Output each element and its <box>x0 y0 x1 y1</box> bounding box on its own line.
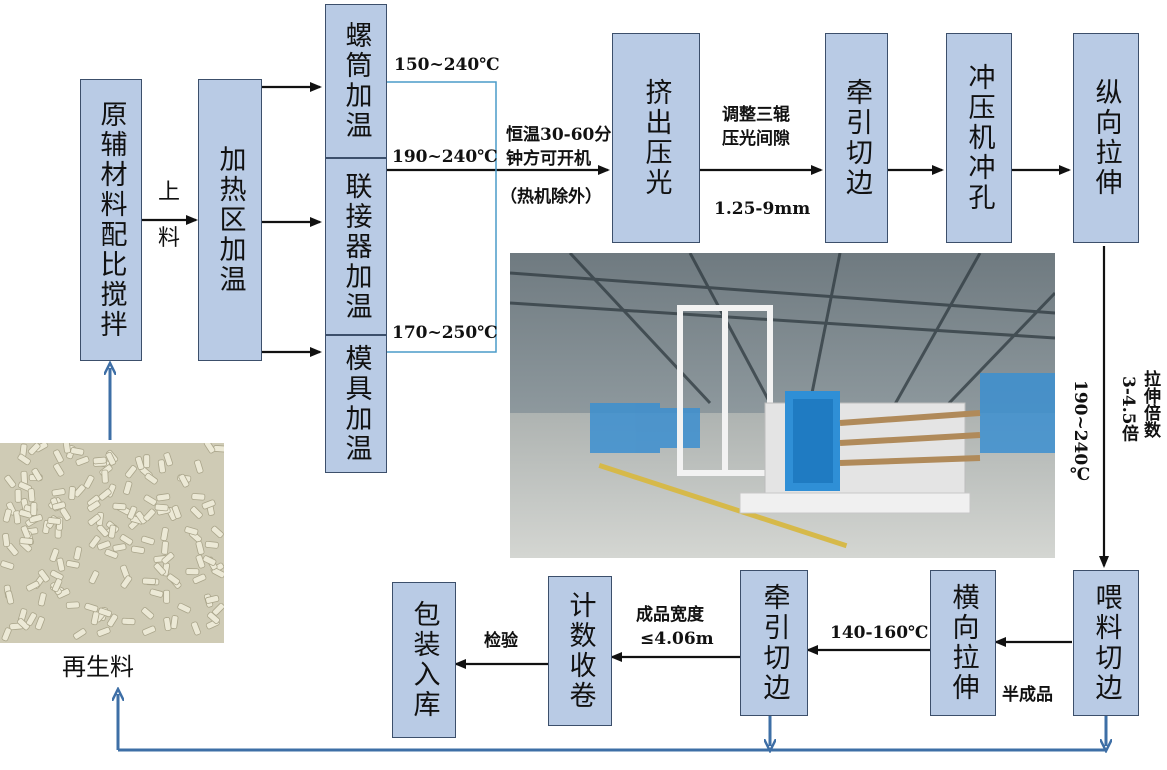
label-recycled: 再生料 <box>62 653 134 681</box>
label-temp-trans: 140-160℃ <box>830 623 929 643</box>
label-feed-material: 料 <box>158 226 181 251</box>
label-gap-range: 1.25-9mm <box>714 199 811 219</box>
label-adjust-2: 压光间隙 <box>722 129 790 149</box>
box-traction-trim-2: 牵引切边 <box>740 570 808 716</box>
label-temp-long: 190~240℃ <box>1070 380 1090 486</box>
box-connector-heat: 联接器加温 <box>325 158 387 335</box>
box-count-wind: 计数收卷 <box>548 576 612 726</box>
box-raw-mix: 原辅材料配比搅拌 <box>80 79 142 361</box>
label-hot-exclude: （热机除外） <box>500 187 602 207</box>
box-transverse-stretch: 横向拉伸 <box>930 570 996 716</box>
label-temp-mold: 170~250℃ <box>392 323 498 343</box>
label-adjust-1: 调整三辊 <box>722 105 790 125</box>
box-barrel-heat: 螺筒加温 <box>325 4 387 158</box>
label-temp-connector: 190~240℃ <box>392 147 498 167</box>
temp-bracket <box>387 81 497 353</box>
box-longitudinal-stretch: 纵向拉伸 <box>1073 33 1139 243</box>
pellets-photo <box>0 443 224 643</box>
box-feed-trim: 喂料切边 <box>1073 570 1139 716</box>
label-temp-barrel: 150~240℃ <box>394 55 500 75</box>
factory-photo <box>510 253 1055 558</box>
label-width-1: 成品宽度 <box>636 605 704 625</box>
label-feed-up: 上 <box>158 180 181 205</box>
label-stretch-ratio-2: 3-4.5倍 <box>1118 376 1138 442</box>
box-traction-trim-1: 牵引切边 <box>825 33 888 243</box>
box-mold-heat: 模具加温 <box>325 335 387 473</box>
label-const-temp-2: 钟方可开机 <box>506 149 591 169</box>
box-punch: 冲压机冲孔 <box>946 33 1012 243</box>
label-stretch-ratio-1: 拉伸倍数 <box>1140 370 1160 438</box>
box-heating-zone: 加热区加温 <box>198 79 262 361</box>
label-inspect: 检验 <box>484 631 518 651</box>
label-const-temp-1: 恒温30-60分 <box>506 125 612 145</box>
box-extrude-press: 挤出压光 <box>612 33 700 243</box>
label-semi-product: 半成品 <box>1002 685 1053 705</box>
box-pack-store: 包装入库 <box>392 582 456 738</box>
label-width-2: ≤4.06m <box>640 629 714 649</box>
